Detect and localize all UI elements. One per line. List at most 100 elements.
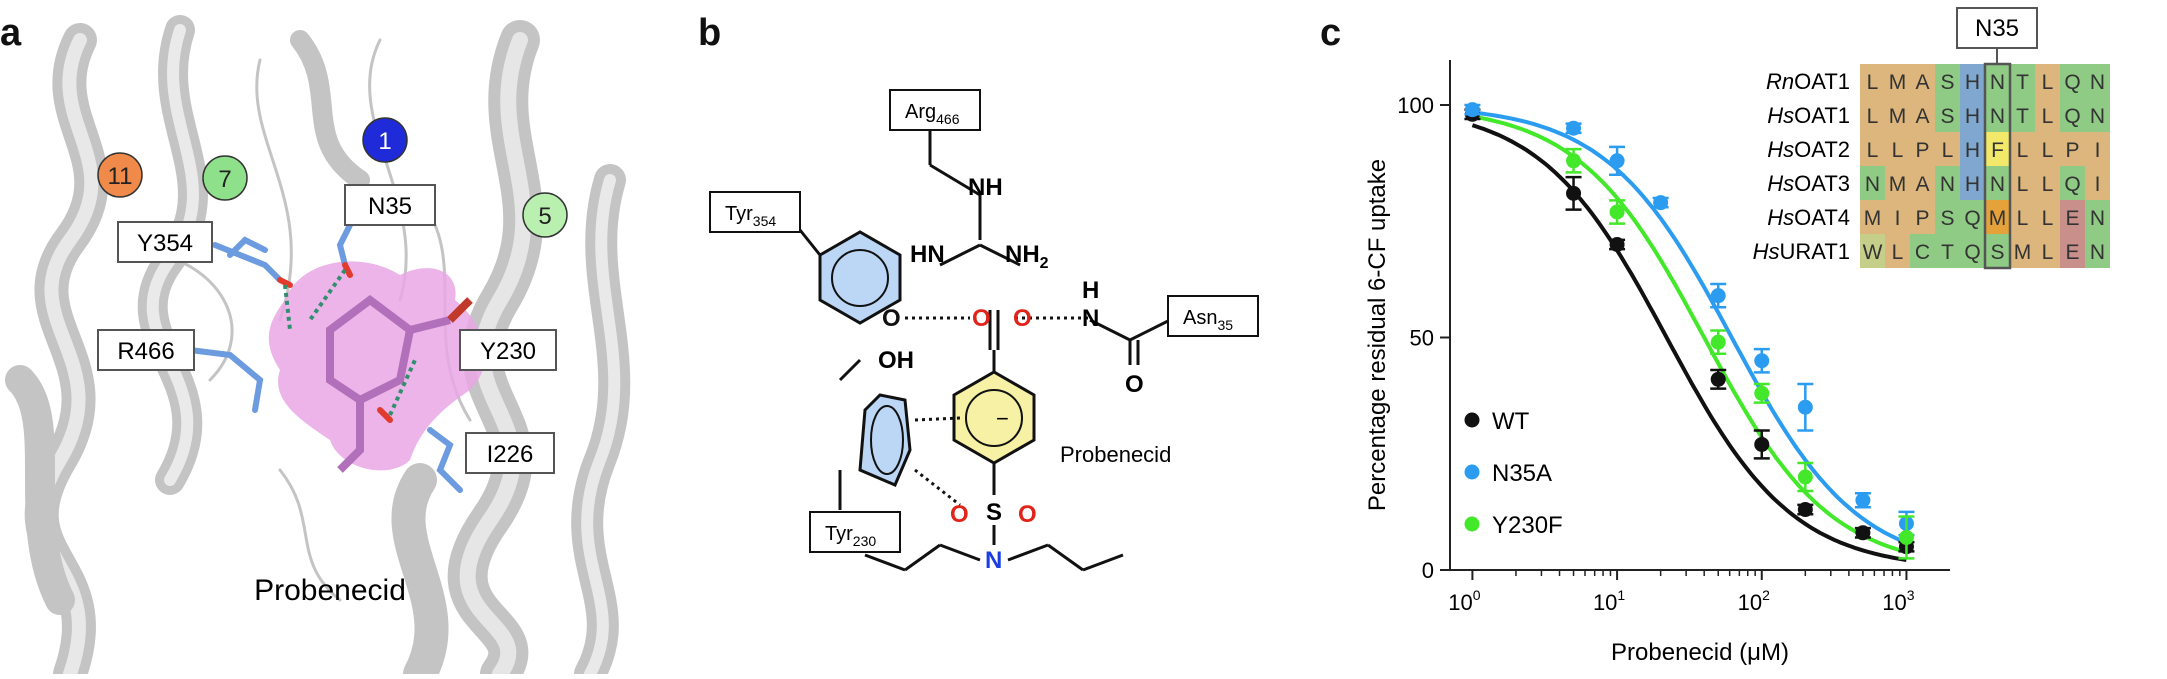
- alignment-residue: N: [2090, 105, 2105, 128]
- alignment-residue: L: [1942, 139, 1954, 162]
- alignment-residue: N: [2090, 207, 2105, 230]
- data-point-wt: [1565, 175, 1582, 211]
- probenecid-ring: [952, 370, 1036, 465]
- data-point-n35a: [1464, 102, 1481, 118]
- y-tick-label: 50: [1410, 326, 1434, 351]
- alignment-row-label: HsOAT2: [1767, 137, 1850, 162]
- label-n35: N35: [344, 184, 436, 226]
- alignment-cell: [2060, 98, 2085, 132]
- alignment-cell: [2035, 166, 2060, 200]
- panel-a-letter: a: [0, 12, 22, 54]
- alignment-row-label: HsOAT3: [1767, 171, 1850, 196]
- marker: [1710, 334, 1726, 350]
- alignment-residue: L: [1867, 71, 1879, 94]
- residue-sticks: [187, 222, 463, 493]
- alignment-residue: F: [1991, 139, 2004, 162]
- helix-11-marker: 11: [97, 152, 143, 198]
- svg-text:R466: R466: [117, 338, 174, 365]
- alignment-residue: N: [1990, 105, 2005, 128]
- alignment-cell: [2035, 234, 2060, 268]
- alignment-cell: [2010, 98, 2035, 132]
- marker: [1710, 288, 1726, 304]
- alignment-residue: P: [1915, 139, 1929, 162]
- x-tick-label: 100: [1448, 587, 1480, 615]
- alignment-cell: [1885, 234, 1910, 268]
- alignment-cell: [1960, 166, 1985, 200]
- alignment-cell: [2010, 234, 2035, 268]
- data-point-y230f: [1898, 515, 1915, 560]
- alignment-cell: [1860, 132, 1885, 166]
- alignment-cell: [2085, 132, 2110, 166]
- panel-a-ligand-label: Probenecid: [254, 574, 406, 607]
- alignment-residue: I: [1895, 207, 1901, 230]
- alignment-cell: [1935, 64, 1960, 98]
- data-point-n35a: [1609, 145, 1626, 176]
- hydrogen-bonds: [283, 268, 417, 416]
- fit-curves: [1471, 110, 1908, 562]
- alignment-residue: T: [2016, 71, 2029, 94]
- alignment-cell: [2085, 234, 2110, 268]
- alignment-residue: N: [2090, 241, 2105, 264]
- marker: [1653, 195, 1669, 211]
- svg-text:Tyr354: Tyr354: [725, 203, 776, 229]
- alignment-residue: N: [1990, 173, 2005, 196]
- alignment-residue: H: [1965, 71, 1980, 94]
- alignment-residue: S: [1990, 241, 2004, 264]
- data-point-n35a: [1652, 195, 1669, 211]
- svg-text:N: N: [985, 547, 1002, 574]
- alignment-residue: L: [1892, 139, 1904, 162]
- box-arg466: Arg466: [889, 89, 981, 131]
- helix-7-circle: [202, 155, 248, 201]
- alignment-residue: M: [1889, 173, 1907, 196]
- svg-text:S: S: [986, 499, 1002, 526]
- svg-text:HN: HN: [910, 241, 945, 268]
- alignment-cell: [1910, 234, 1935, 268]
- svg-text:O: O: [1013, 305, 1032, 332]
- alignment-cell: [2035, 64, 2060, 98]
- alignment-residue: L: [2042, 105, 2054, 128]
- fit-curve-n35a: [1472, 110, 1908, 545]
- helix-11-circle: [97, 152, 143, 198]
- svg-text:O: O: [1125, 371, 1144, 398]
- data-point-n35a: [1753, 347, 1770, 374]
- alignment-cell: [1910, 132, 1935, 166]
- alignment-cell: [1985, 234, 2010, 268]
- alignment-residue: N: [1940, 173, 1955, 196]
- alignment-row-label: HsURAT1: [1753, 239, 1850, 264]
- marker: [1566, 185, 1582, 201]
- alignment-cell: [2060, 200, 2085, 234]
- alignment-cell: [1910, 200, 1935, 234]
- alignment-cell: [2060, 64, 2085, 98]
- alignment-residue: W: [1863, 241, 1883, 264]
- data-point-y230f: [1710, 329, 1727, 356]
- alignment-residue: L: [2017, 173, 2029, 196]
- alignment-residue: M: [1889, 105, 1907, 128]
- svg-text:N35: N35: [368, 193, 412, 220]
- alignment-cell: [1960, 132, 1985, 166]
- alignment-row-label: HsOAT1: [1767, 103, 1850, 128]
- alignment-cell: [1960, 234, 1985, 268]
- data-point-wt: [1753, 429, 1770, 460]
- legend-label-n35a: N35A: [1492, 460, 1552, 487]
- marker: [1754, 385, 1770, 401]
- marker: [1754, 436, 1770, 452]
- x-tick-label: 102: [1738, 587, 1770, 615]
- alignment-residue: A: [1915, 173, 1929, 196]
- svg-text:Y230: Y230: [480, 338, 536, 365]
- label-y230: Y230: [459, 329, 557, 371]
- alignment-residue: T: [2016, 105, 2029, 128]
- helix-1-label: 1: [378, 128, 391, 155]
- alignment-residue: L: [2042, 139, 2054, 162]
- legend-marker-n35a: [1464, 464, 1480, 480]
- legend-label-wt: WT: [1492, 408, 1530, 435]
- data-point-n35a: [1854, 492, 1871, 509]
- marker: [1566, 120, 1582, 136]
- alignment-cell: [1860, 200, 1885, 234]
- marker: [1797, 399, 1813, 415]
- alignment-cell: [2010, 132, 2035, 166]
- alignment-residue: M: [2014, 241, 2032, 264]
- data-points: [1464, 102, 1915, 560]
